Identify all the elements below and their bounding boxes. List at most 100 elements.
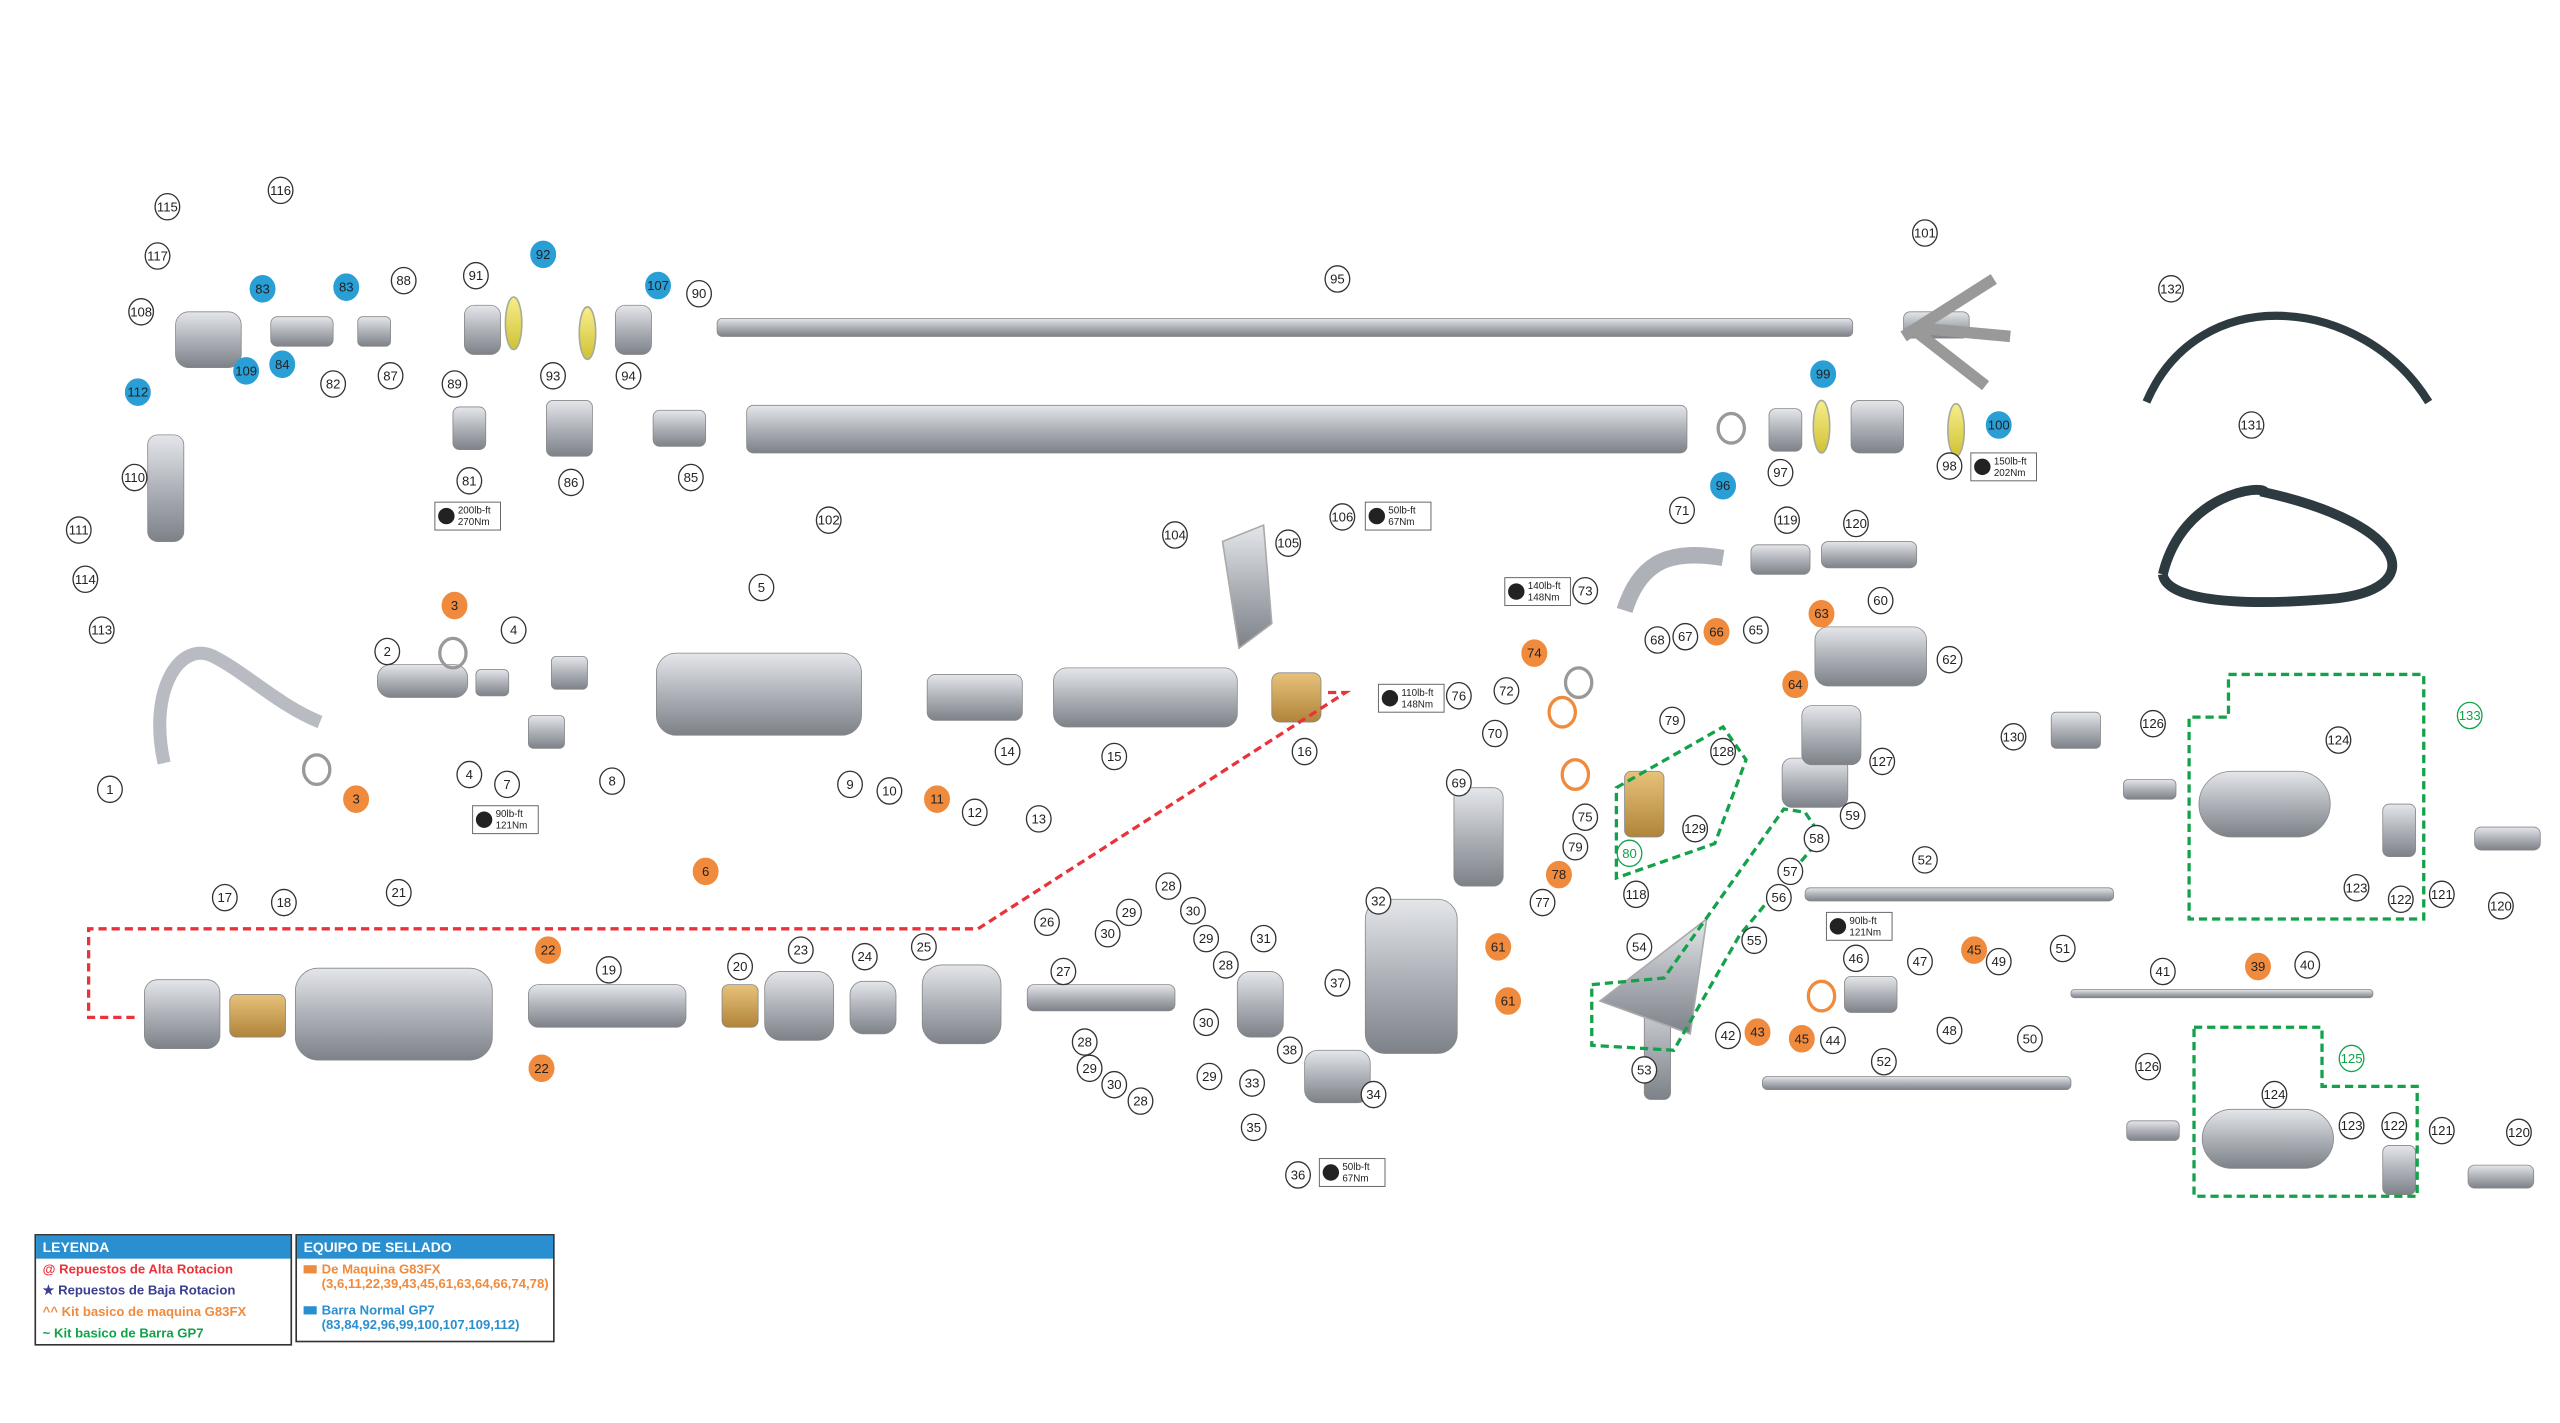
part-callout[interactable]: 14 xyxy=(994,737,1021,766)
part-callout[interactable]: 43 xyxy=(1744,1018,1771,1046)
part-callout[interactable]: 75 xyxy=(1572,803,1599,832)
part-callout[interactable]: 121 xyxy=(2428,880,2455,909)
part-callout[interactable]: 123 xyxy=(2343,873,2370,902)
part-callout[interactable]: 67 xyxy=(1672,622,1699,651)
part-callout[interactable]: 81 xyxy=(456,467,483,495)
part-callout[interactable]: 13 xyxy=(1025,805,1052,833)
part-callout[interactable]: 85 xyxy=(677,463,704,492)
part-callout[interactable]: 9 xyxy=(837,770,864,799)
part-callout[interactable]: 34 xyxy=(1360,1080,1387,1109)
part-callout[interactable]: 114 xyxy=(72,565,99,594)
part-callout[interactable]: 33 xyxy=(1239,1069,1266,1097)
part-callout[interactable]: 126 xyxy=(2140,709,2166,738)
part-callout[interactable]: 107 xyxy=(645,271,672,300)
part-callout[interactable]: 64 xyxy=(1782,670,1809,699)
part-callout[interactable]: 8 xyxy=(599,767,626,795)
part-callout[interactable]: 32 xyxy=(1365,887,1392,915)
part-callout[interactable]: 132 xyxy=(2158,275,2185,303)
part-callout[interactable]: 15 xyxy=(1101,742,1128,771)
part-callout[interactable]: 92 xyxy=(530,240,557,269)
part-callout[interactable]: 3 xyxy=(441,591,468,620)
part-callout[interactable]: 61 xyxy=(1495,987,1522,1015)
part-callout[interactable]: 69 xyxy=(1445,768,1472,797)
part-callout[interactable]: 89 xyxy=(441,370,468,398)
part-callout[interactable]: 68 xyxy=(1644,626,1671,654)
part-callout[interactable]: 96 xyxy=(1710,471,1737,500)
part-callout[interactable]: 80 xyxy=(1616,839,1643,868)
part-callout[interactable]: 28 xyxy=(1127,1087,1154,1115)
part-callout[interactable]: 35 xyxy=(1240,1113,1267,1142)
part-callout[interactable]: 29 xyxy=(1196,1062,1223,1091)
part-callout[interactable]: 58 xyxy=(1803,824,1830,853)
part-callout[interactable]: 29 xyxy=(1193,924,1220,953)
part-callout[interactable]: 129 xyxy=(1682,814,1709,843)
part-callout[interactable]: 88 xyxy=(390,266,417,295)
part-callout[interactable]: 25 xyxy=(910,933,937,961)
part-callout[interactable]: 6 xyxy=(692,857,719,886)
part-callout[interactable]: 52 xyxy=(1870,1047,1897,1076)
part-callout[interactable]: 29 xyxy=(1116,898,1142,927)
part-callout[interactable]: 122 xyxy=(2387,885,2414,914)
part-callout[interactable]: 17 xyxy=(211,883,238,912)
part-callout[interactable]: 93 xyxy=(540,362,566,390)
part-callout[interactable]: 117 xyxy=(144,242,171,270)
part-callout[interactable]: 109 xyxy=(233,357,260,385)
part-callout[interactable]: 84 xyxy=(269,350,296,379)
part-callout[interactable]: 91 xyxy=(462,261,489,290)
part-callout[interactable]: 94 xyxy=(615,362,642,390)
part-callout[interactable]: 83 xyxy=(249,275,276,303)
part-callout[interactable]: 36 xyxy=(1285,1161,1311,1189)
part-callout[interactable]: 83 xyxy=(333,273,360,301)
part-callout[interactable]: 45 xyxy=(1961,936,1988,964)
part-callout[interactable]: 111 xyxy=(65,516,92,544)
part-callout[interactable]: 76 xyxy=(1445,681,1472,710)
part-callout[interactable]: 4 xyxy=(500,616,527,644)
part-callout[interactable]: 126 xyxy=(2135,1052,2162,1081)
part-callout[interactable]: 19 xyxy=(595,956,622,984)
part-callout[interactable]: 24 xyxy=(851,942,878,971)
part-callout[interactable]: 45 xyxy=(1788,1024,1815,1053)
part-callout[interactable]: 16 xyxy=(1291,737,1318,766)
part-callout[interactable]: 48 xyxy=(1936,1016,1963,1045)
part-callout[interactable]: 87 xyxy=(377,362,404,390)
part-callout[interactable]: 98 xyxy=(1936,452,1963,480)
part-callout[interactable]: 37 xyxy=(1324,969,1351,997)
part-callout[interactable]: 106 xyxy=(1329,503,1356,531)
part-callout[interactable]: 27 xyxy=(1050,957,1077,986)
part-callout[interactable]: 77 xyxy=(1529,888,1556,917)
part-callout[interactable]: 47 xyxy=(1907,947,1933,976)
part-callout[interactable]: 4 xyxy=(456,760,483,789)
part-callout[interactable]: 70 xyxy=(1481,719,1508,748)
part-callout[interactable]: 124 xyxy=(2261,1080,2288,1109)
part-callout[interactable]: 7 xyxy=(494,770,521,799)
part-callout[interactable]: 31 xyxy=(1250,924,1277,953)
part-callout[interactable]: 86 xyxy=(558,468,585,497)
part-callout[interactable]: 104 xyxy=(1161,521,1188,549)
part-callout[interactable]: 112 xyxy=(124,378,151,406)
part-callout[interactable]: 29 xyxy=(1076,1054,1103,1083)
part-callout[interactable]: 22 xyxy=(535,936,562,964)
part-callout[interactable]: 63 xyxy=(1808,599,1835,628)
part-callout[interactable]: 30 xyxy=(1193,1008,1220,1037)
part-callout[interactable]: 61 xyxy=(1485,933,1512,961)
part-callout[interactable]: 46 xyxy=(1843,944,1869,973)
part-callout[interactable]: 22 xyxy=(528,1054,555,1083)
part-callout[interactable]: 110 xyxy=(121,463,148,492)
part-callout[interactable]: 133 xyxy=(2456,701,2483,730)
part-callout[interactable]: 90 xyxy=(686,279,713,308)
part-callout[interactable]: 99 xyxy=(1810,360,1837,388)
part-callout[interactable]: 54 xyxy=(1626,933,1653,961)
part-callout[interactable]: 72 xyxy=(1493,677,1520,705)
part-callout[interactable]: 71 xyxy=(1669,496,1695,525)
part-callout[interactable]: 3 xyxy=(343,785,370,813)
part-callout[interactable]: 21 xyxy=(385,878,412,907)
part-callout[interactable]: 40 xyxy=(2294,951,2321,979)
part-callout[interactable]: 28 xyxy=(1071,1028,1098,1056)
part-callout[interactable]: 60 xyxy=(1867,586,1894,615)
part-callout[interactable]: 30 xyxy=(1101,1070,1128,1099)
part-callout[interactable]: 2 xyxy=(374,637,401,666)
part-callout[interactable]: 73 xyxy=(1572,576,1599,605)
part-callout[interactable]: 115 xyxy=(154,192,181,221)
part-callout[interactable]: 11 xyxy=(924,785,950,813)
part-callout[interactable]: 26 xyxy=(1033,908,1060,937)
